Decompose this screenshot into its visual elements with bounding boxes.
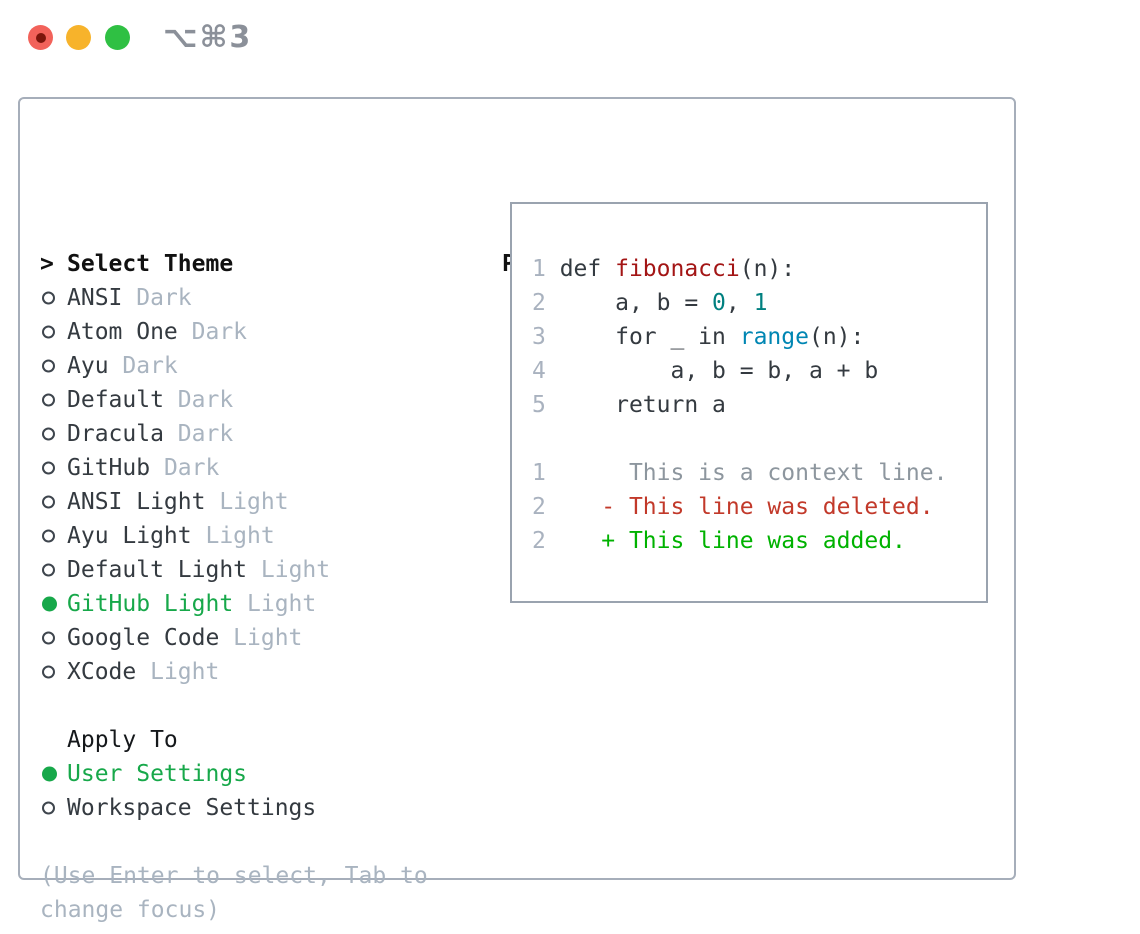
radio-icon <box>42 563 55 577</box>
preview-box: 1 def fibonacci(n): 2 a, b = 0, 1 3 for _ … <box>510 202 988 603</box>
theme-list-item[interactable]: ANSI Dark <box>40 281 330 315</box>
theme-variant: Light <box>205 523 275 549</box>
code-line: 3 for _ in range(n): <box>532 324 865 350</box>
apply-option-label: Workspace Settings <box>67 795 317 821</box>
theme-variant: Light <box>233 625 303 651</box>
minimize-button[interactable] <box>66 25 91 50</box>
code-line: 5 return a <box>532 392 726 418</box>
window-shortcut-label: ⌥⌘3 <box>163 20 253 55</box>
radio-icon <box>42 631 55 645</box>
radio-icon <box>42 665 55 679</box>
code-line: 2 - This line was deleted. <box>532 494 934 520</box>
theme-list-item[interactable]: XCode Light <box>40 655 330 689</box>
radio-icon <box>42 359 55 373</box>
radio-icon <box>42 325 55 339</box>
apply-option[interactable]: Workspace Settings <box>40 791 316 825</box>
theme-name: GitHub <box>67 455 164 481</box>
theme-name: Default <box>67 387 178 413</box>
theme-variant: Dark <box>177 387 234 413</box>
theme-list-item[interactable]: Atom One Dark <box>40 315 330 349</box>
close-button[interactable] <box>28 25 53 50</box>
radio-icon <box>42 427 55 441</box>
focus-cursor-icon: > <box>40 251 54 277</box>
code-line: 2 + This line was added. <box>532 528 906 554</box>
theme-name: Atom One <box>67 319 192 345</box>
code-line: 1 This is a context line. <box>532 460 948 486</box>
apply-option[interactable]: User Settings <box>40 757 316 791</box>
theme-name: Ayu <box>67 353 123 379</box>
code-line: 4 a, b = b, a + b <box>532 358 879 384</box>
radio-icon <box>42 801 55 815</box>
code-line <box>532 422 947 456</box>
theme-name: GitHub Light <box>67 591 248 617</box>
theme-variant: Light <box>150 659 220 685</box>
theme-variant: Dark <box>163 455 220 481</box>
radio-icon <box>42 393 55 407</box>
theme-variant: Light <box>260 557 331 583</box>
help-text-line: change focus) <box>40 897 221 923</box>
theme-variant: Dark <box>122 353 178 379</box>
theme-name: Google Code <box>67 625 234 651</box>
radio-icon <box>42 495 55 509</box>
apply-to-header: Apply To <box>40 723 316 757</box>
radio-icon <box>42 529 55 543</box>
theme-name: ANSI Light <box>67 489 220 515</box>
help-text: (Use Enter to select, Tab to change focus… <box>40 859 428 927</box>
radio-selected-icon <box>42 596 57 612</box>
zoom-button[interactable] <box>105 25 130 50</box>
theme-list-item[interactable]: ANSI Light Light <box>40 485 330 519</box>
theme-list-item[interactable]: Ayu Dark <box>40 349 330 383</box>
theme-variant: Light <box>247 591 317 617</box>
theme-name: Dracula <box>67 421 178 447</box>
apply-to-title: Apply To <box>67 727 178 753</box>
theme-name: Default Light <box>67 557 261 583</box>
theme-list-item[interactable]: Default Dark <box>40 383 330 417</box>
theme-list-title: Select Theme <box>67 251 234 277</box>
apply-option-label: User Settings <box>67 761 248 787</box>
radio-icon <box>42 291 55 305</box>
theme-list-item[interactable]: GitHub Light Light <box>40 587 330 621</box>
code-line: 1 def fibonacci(n): <box>532 256 796 282</box>
code-preview: 1 def fibonacci(n): 2 a, b = 0, 1 3 for _ … <box>532 252 947 558</box>
theme-variant: Dark <box>177 421 234 447</box>
theme-list-item[interactable]: Google Code Light <box>40 621 330 655</box>
theme-list-item[interactable]: Default Light Light <box>40 553 330 587</box>
radio-selected-icon <box>42 766 57 782</box>
theme-name: XCode <box>67 659 151 685</box>
theme-list-item[interactable]: Ayu Light Light <box>40 519 330 553</box>
theme-name: ANSI <box>67 285 137 311</box>
theme-variant: Light <box>219 489 289 515</box>
theme-name: Ayu Light <box>67 523 206 549</box>
window-titlebar: ⌥⌘3 <box>0 0 1140 74</box>
code-line: 2 a, b = 0, 1 <box>532 290 768 316</box>
theme-variant: Dark <box>191 319 248 345</box>
help-text-line: (Use Enter to select, Tab to <box>40 863 428 889</box>
theme-list-item[interactable]: GitHub Dark <box>40 451 330 485</box>
radio-icon <box>42 461 55 475</box>
theme-list-header: > Select Theme <box>40 247 330 281</box>
theme-list-item[interactable]: Dracula Dark <box>40 417 330 451</box>
theme-variant: Dark <box>136 285 192 311</box>
